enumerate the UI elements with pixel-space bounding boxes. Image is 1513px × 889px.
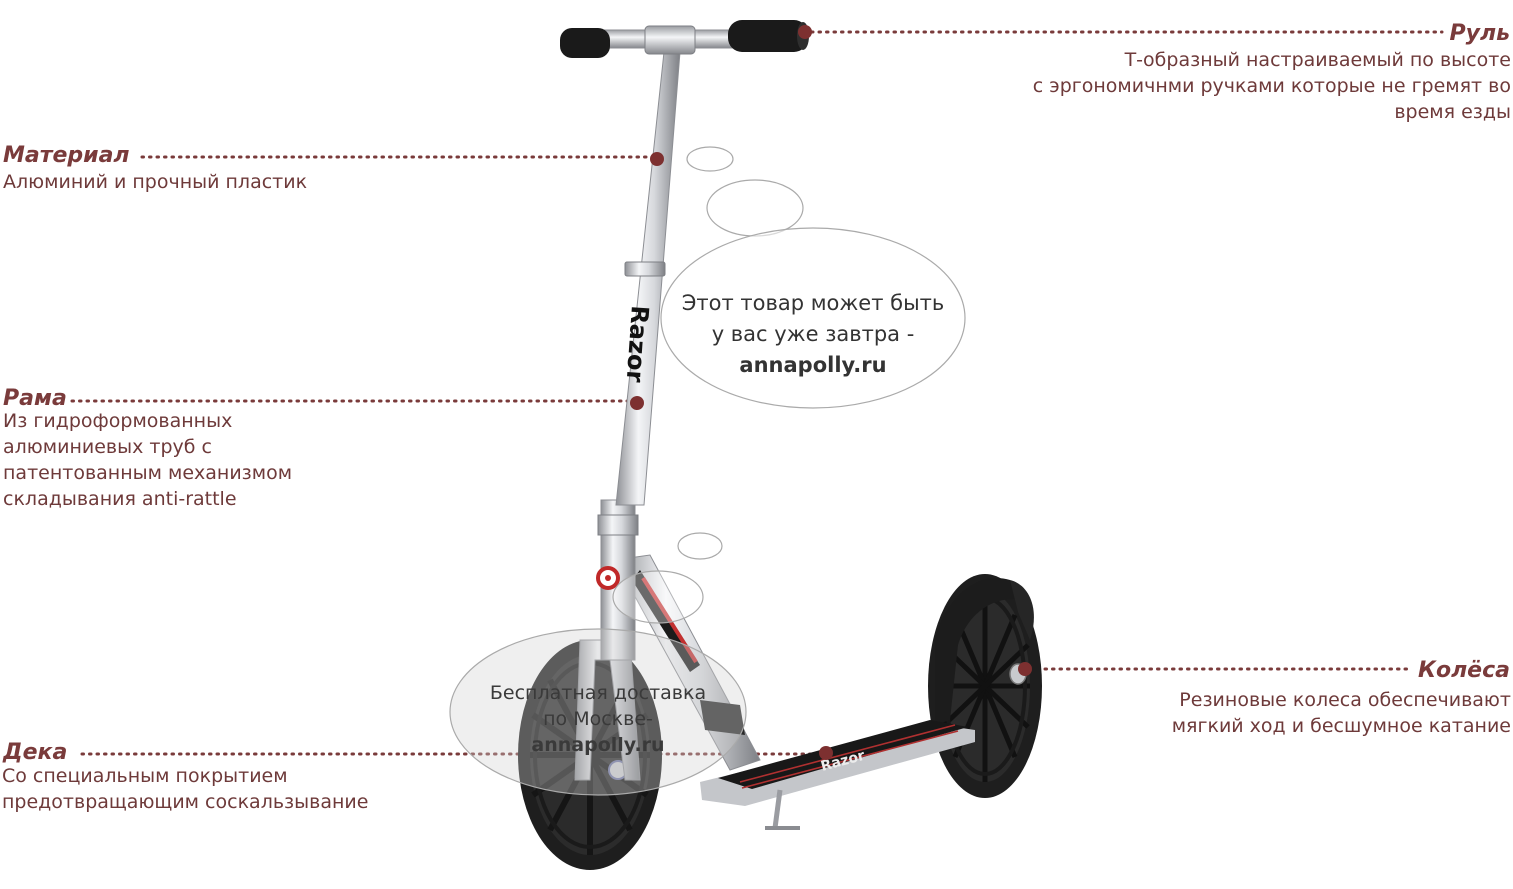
callout-material-desc: Алюминий и прочный пластик: [3, 169, 523, 195]
callout-material-title: Материал: [3, 143, 130, 168]
bubble-upper-text: Этот товар может быть у вас уже завтра -…: [663, 288, 963, 381]
callout-frame-line: складывания anti-rattle: [3, 488, 237, 510]
dot-wheels: [1018, 662, 1032, 676]
bubble-lower: [449, 628, 747, 796]
callout-frame-title: Рама: [3, 386, 67, 411]
bubble-upper-line: у вас уже завтра -: [711, 322, 915, 346]
callout-handlebar-line: время езды: [1394, 101, 1511, 123]
dot-frame: [630, 396, 644, 410]
bubble-upper-line: Этот товар может быть: [681, 291, 945, 315]
callout-deck-desc: Со специальным покрытием предотвращающим…: [2, 763, 472, 815]
deck: Razor: [700, 720, 975, 830]
callout-handlebar-line: с эргономичнми ручками которые не гремят…: [1032, 75, 1511, 97]
callout-wheels-desc: Резиновые колеса обеспечивают мягкий ход…: [1051, 687, 1511, 739]
bubble-small-4: [612, 570, 704, 624]
callout-wheels-title: Колёса: [1417, 658, 1510, 683]
callout-frame-line: Из гидроформованных: [3, 410, 233, 432]
callout-frame-desc: Из гидроформованных алюминиевых труб с п…: [3, 408, 423, 512]
callout-deck-line: Со специальным покрытием: [2, 765, 288, 787]
handlebar: [560, 20, 809, 58]
stem-logo-text: Razor: [621, 305, 654, 384]
callout-handlebar-desc: Т-образный настраиваемый по высоте с эрг…: [891, 47, 1511, 125]
bubble-small-2: [706, 179, 804, 237]
callout-wheels-line: мягкий ход и бесшумное катание: [1171, 715, 1511, 737]
callout-frame-line: алюминиевых труб с: [3, 436, 212, 458]
callout-handlebar-title: Руль: [1449, 21, 1511, 46]
bubble-lower-site-link[interactable]: annapolly.ru: [531, 734, 665, 756]
callout-deck-line: предотвращающим соскальзывание: [2, 791, 369, 813]
bubble-upper: [660, 227, 966, 409]
callout-handlebar-line: Т-образный настраиваемый по высоте: [1124, 49, 1511, 71]
callout-material-line: Алюминий и прочный пластик: [3, 171, 308, 193]
dot-material: [650, 152, 664, 166]
callout-frame-line: патентованным механизмом: [3, 462, 293, 484]
bubble-lower-line: Бесплатная доставка: [489, 682, 707, 704]
bubble-small-1: [686, 146, 734, 172]
bubble-lower-text: Бесплатная доставка по Москве- annapolly…: [453, 680, 743, 758]
dot-handlebar: [798, 25, 812, 39]
callout-wheels-line: Резиновые колеса обеспечивают: [1179, 689, 1511, 711]
dot-deck: [819, 746, 833, 760]
bubble-upper-site-link[interactable]: annapolly.ru: [739, 353, 887, 377]
callout-deck-title: Дека: [3, 740, 68, 765]
bubble-lower-line: по Москве-: [543, 708, 653, 730]
bubble-small-3: [677, 532, 723, 560]
